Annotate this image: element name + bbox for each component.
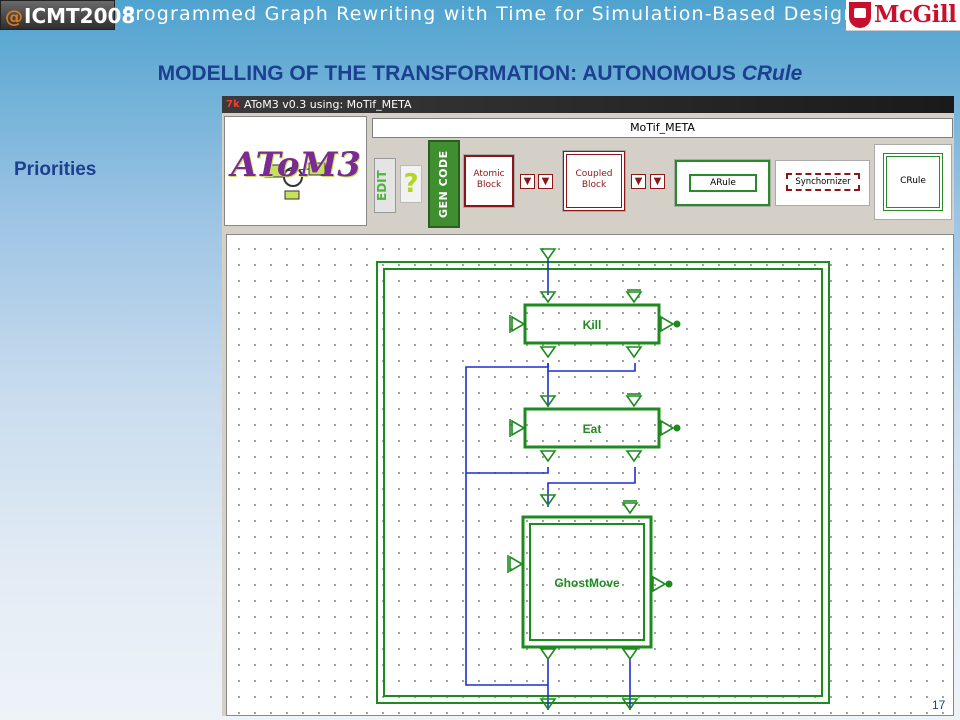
ports xyxy=(507,248,675,711)
slide-banner: @ICMT2008 Programmed Graph Rewriting wit… xyxy=(0,0,960,32)
banner-title: Programmed Graph Rewriting with Time for… xyxy=(123,3,857,25)
kill-label: Kill xyxy=(583,318,602,332)
slide-title-main: MODELLING OF THE TRANSFORMATION: AUTONOM… xyxy=(157,62,742,85)
tk-app-icon: 7k xyxy=(226,99,240,110)
toolbar: AToM3 MoTif_META EDIT ? GEN CODE Atomic … xyxy=(222,113,954,231)
crule-button-label: CRule xyxy=(883,153,943,211)
arule-button-label: ARule xyxy=(689,174,757,192)
model-canvas[interactable]: Kill Eat GhostMove xyxy=(226,234,954,716)
priority-links xyxy=(465,259,636,710)
crule-inner-frame xyxy=(383,268,823,697)
coupled-block-options-icon[interactable]: ▼ xyxy=(631,174,646,189)
output-dots xyxy=(665,320,681,588)
ghostmove-label: GhostMove xyxy=(554,576,620,590)
eat-label: Eat xyxy=(583,422,602,436)
coupled-block-menu-icon[interactable]: ▼ xyxy=(650,174,665,189)
synchronizer-button-label: Synchornizer xyxy=(786,173,860,191)
mcgill-logo: McGill xyxy=(846,0,960,31)
slide-title-emphasis: CRule xyxy=(741,62,803,85)
atom3-logo-graphic xyxy=(264,162,326,200)
meta-model-name-field[interactable]: MoTif_META xyxy=(372,118,953,138)
crule-outer-frame xyxy=(376,261,830,704)
atom3-logo-text: AToM3 xyxy=(231,145,361,185)
window-title: AToM3 v0.3 using: MoTif_META xyxy=(244,98,412,111)
page-number: 17 xyxy=(932,698,946,712)
crule-diagram: Kill Eat GhostMove xyxy=(376,248,830,711)
crule-button[interactable]: CRule xyxy=(874,144,952,220)
edit-button[interactable]: EDIT xyxy=(374,158,396,213)
atomic-block-button[interactable]: Atomic Block xyxy=(463,154,515,208)
mcgill-logo-text: McGill xyxy=(874,1,957,28)
ghostmove-block-inner xyxy=(529,523,645,641)
ghostmove-block[interactable] xyxy=(521,515,653,649)
synchronizer-button[interactable]: Synchornizer xyxy=(775,160,870,206)
icmt-logo: @ICMT2008 xyxy=(0,0,135,30)
atomic-block-menu-icon[interactable]: ▼ xyxy=(538,174,553,189)
icmt-logo-text: ICMT2008 xyxy=(24,4,136,28)
priorities-label: Priorities xyxy=(14,159,97,180)
atomic-block-options-icon[interactable]: ▼ xyxy=(520,174,535,189)
mcgill-shield-icon xyxy=(849,2,871,28)
coupled-block-button[interactable]: Coupled Block xyxy=(562,150,626,212)
slide-title: MODELLING OF THE TRANSFORMATION: AUTONOM… xyxy=(0,62,960,86)
atom3-window: 7k AToM3 v0.3 using: MoTif_META AToM3 Mo… xyxy=(222,96,954,716)
arule-button[interactable]: ARule xyxy=(674,159,771,207)
help-button[interactable]: ? xyxy=(400,165,422,203)
gen-code-button[interactable]: GEN CODE xyxy=(428,140,460,228)
swirl-icon: @ xyxy=(5,7,23,28)
atom3-logo: AToM3 xyxy=(224,116,367,226)
window-titlebar[interactable]: 7k AToM3 v0.3 using: MoTif_META xyxy=(222,96,954,113)
